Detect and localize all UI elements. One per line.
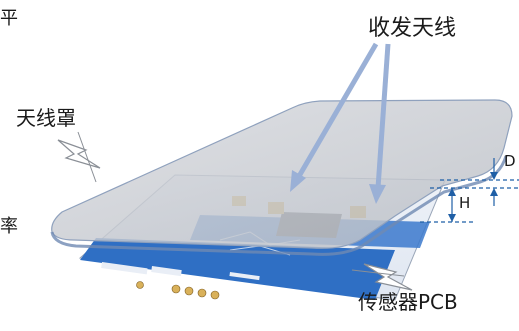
dimension-markers — [420, 158, 519, 223]
radome-label: 天线罩 — [16, 106, 76, 130]
antenna-pointer-arrows — [290, 42, 391, 204]
pcb-pads — [136, 281, 220, 300]
cropped-left-text-top: 平 — [0, 8, 18, 29]
leader-lines — [77, 131, 405, 277]
signal-lightning-icon-left — [57, 139, 101, 169]
signal-lightning-icon-right — [363, 263, 413, 291]
radome-edge — [50, 155, 508, 256]
dimension-d-label: D — [504, 152, 516, 170]
cropped-left-text-bottom: 率 — [0, 216, 18, 237]
dimension-h-label: H — [459, 194, 471, 212]
pcb-label: 传感器PCB — [358, 290, 458, 314]
antenna-label: 收发天线 — [368, 16, 457, 41]
radome — [50, 99, 513, 256]
pcb-silkscreen — [101, 262, 260, 281]
